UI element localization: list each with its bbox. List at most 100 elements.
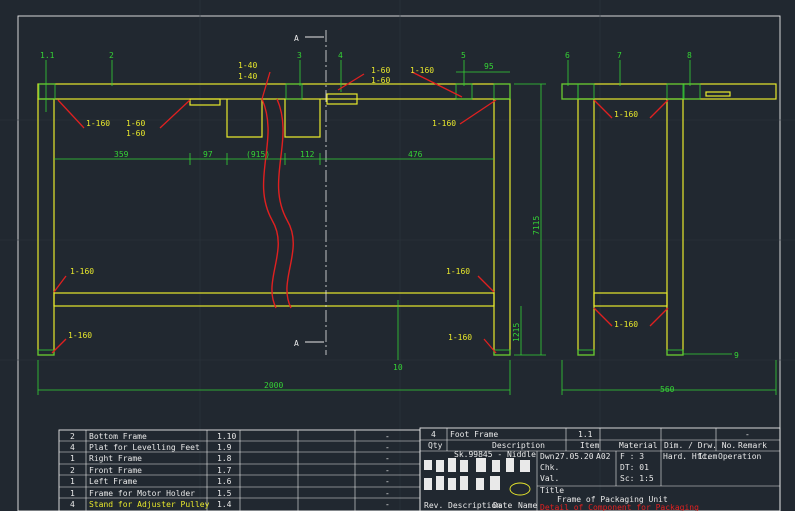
parts-list-row: 1 Left Frame 1.6 -: [70, 477, 390, 486]
part-label-10: 10: [393, 363, 403, 372]
parts-qty-cell: 1: [70, 489, 75, 498]
motor-holder-slot-left: [226, 99, 263, 138]
motor-holder-slot-right: [284, 99, 321, 138]
weld-label-5: 1-160: [410, 66, 434, 75]
parts-description-cell: Right Frame: [89, 454, 142, 463]
adjuster-plate-right: [326, 93, 358, 105]
weld-label-10: 1-160: [70, 267, 94, 276]
parts-qty-cell: 1: [70, 477, 75, 486]
scale-label: Sc: 1:5: [620, 474, 654, 483]
check-label: Chk.: [540, 463, 559, 472]
drawing-subtitle: Detail of Component for Packaging: [540, 503, 699, 511]
header-qty: Qty: [428, 441, 443, 450]
part-label-3: 3: [297, 51, 302, 60]
part-label-2: 2: [109, 51, 114, 60]
drawing-title: Frame of Packaging Unit: [557, 495, 668, 504]
rev-label: Rev.: [424, 501, 443, 510]
break-line-left: [261, 98, 279, 309]
hardness-label: Hard. Hfc.: [663, 452, 711, 461]
sheet-border: [17, 15, 781, 511]
part-label-6: 6: [565, 51, 570, 60]
weld-label-12: 1-160: [68, 331, 92, 340]
parts-remark-cell: -: [385, 432, 390, 441]
parts-remark-cell: -: [385, 489, 390, 498]
profile-3: [285, 83, 303, 100]
weld-label-4: 1-60: [371, 76, 390, 85]
profile-5b: [493, 83, 511, 100]
parts-description-cell: Frame for Motor Holder: [89, 489, 195, 498]
side-profile-6: [561, 83, 579, 100]
header-material: Material: [619, 441, 658, 450]
part-label-9: 9: [734, 351, 739, 360]
part-label-8: 8: [687, 51, 692, 60]
section-marker-top: A: [294, 34, 299, 43]
item-label: Item: [698, 452, 717, 461]
sheet-number: A02: [596, 452, 611, 461]
parts-item-cell: 1.7: [217, 466, 232, 475]
dim-2000: 2000: [264, 381, 283, 390]
adjuster-plate-left: [189, 98, 221, 106]
break-line-right: [276, 98, 294, 309]
side-left-post: [577, 98, 595, 356]
leader-lines: [45, 60, 465, 360]
rev-name-label: Name: [518, 501, 537, 510]
side-foot-left: [577, 349, 595, 356]
title-block: 4 Foot Frame 1.1 - Qty Description Item …: [419, 427, 781, 511]
validation-label: Val.: [540, 474, 559, 483]
parts-qty-cell: 4: [70, 500, 75, 509]
dimension-lines: [37, 71, 546, 395]
title-label: Title: [540, 486, 564, 495]
side-profile-6b: [577, 83, 595, 100]
rev-date-label: Date: [493, 501, 512, 510]
parts-remark-cell: -: [385, 477, 390, 486]
parts-item-cell: 1.6: [217, 477, 232, 486]
weld-leaders: [51, 71, 497, 354]
dt-label: DT: 01: [620, 463, 649, 472]
side-right-post: [666, 98, 684, 356]
parts-qty-cell: 4: [70, 443, 75, 452]
drawn-date: 27.05.20: [555, 452, 594, 461]
side-view: 560 6 7 8 9 1-160 1-160: [561, 51, 777, 395]
weld-label-14: 1-160: [614, 110, 638, 119]
weld-label-1: 1-40: [238, 61, 257, 70]
weld-label-13: 1-160: [448, 333, 472, 342]
assembly-remark: -: [745, 430, 750, 439]
parts-item-cell: 1.8: [217, 454, 232, 463]
right-post: [493, 98, 511, 356]
dim-7115: 7115: [532, 216, 541, 235]
parts-description-cell: Left Frame: [89, 477, 137, 486]
parts-description-cell: Plat for Levelling Feet: [89, 443, 200, 452]
drawn-label: Dwn.: [540, 452, 559, 461]
dim-359: 359: [114, 150, 129, 159]
dim-915: (915): [246, 150, 270, 159]
weld-label-11: 1-160: [446, 267, 470, 276]
header-item: Item: [580, 441, 599, 450]
assembly-item: 1.1: [578, 430, 593, 439]
f-label: F : 3: [620, 452, 644, 461]
side-profile-8a: [666, 83, 684, 100]
side-dimension-lines: [561, 60, 777, 395]
dim-476: 476: [408, 150, 423, 159]
weld-label-6: 1-160: [86, 119, 110, 128]
profile-1: [38, 83, 56, 100]
part-label-7: 7: [617, 51, 622, 60]
side-adjuster-plate: [705, 91, 731, 97]
header-description: Description: [492, 441, 545, 450]
side-weld-leaders: [593, 99, 669, 327]
parts-description-cell: Front Frame: [89, 466, 142, 475]
assembly-name: Foot Frame: [450, 430, 498, 439]
dim-560: 560: [660, 385, 675, 394]
university-name: Sk.99845 - Niddle: [454, 450, 536, 459]
parts-item-cell: 1.10: [217, 432, 236, 441]
weld-label-15: 1-160: [614, 320, 638, 329]
parts-description-cell: Stand for Adjuster Pulley: [89, 500, 210, 509]
operation-label: Operation: [718, 452, 762, 461]
profile-5a: [455, 83, 473, 100]
seal-icon: [509, 482, 531, 496]
parts-qty-cell: 1: [70, 454, 75, 463]
